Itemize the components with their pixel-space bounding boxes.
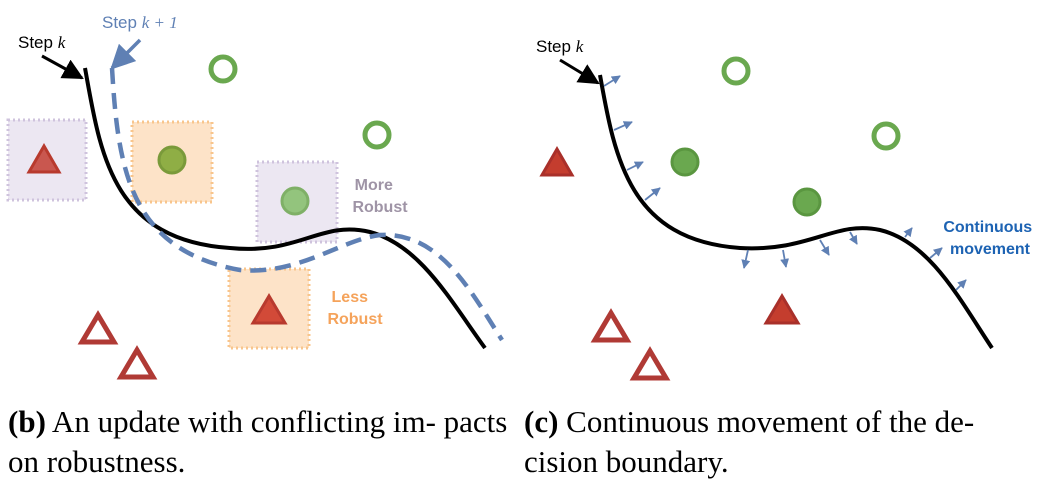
step-k-plus-1-arrow	[110, 38, 142, 70]
boundary-step-k-c	[598, 74, 994, 350]
caption-c-text: Continuous movement of the de- cision bo…	[524, 404, 975, 479]
red-triangle-hollow	[116, 345, 158, 380]
caption-c: (c) Continuous movement of the de- cisio…	[524, 402, 1054, 482]
step-k-label: Step k	[18, 33, 66, 52]
step-k-arrow	[41, 54, 84, 80]
caption-b: (b) An update with conflicting im- pacts…	[8, 402, 518, 482]
red-triangle-filled	[26, 142, 62, 174]
boundary-step-k-plus-1	[109, 67, 504, 342]
red-triangle-hollow	[590, 308, 632, 343]
movement-arrows	[603, 75, 967, 291]
red-triangle-hollow	[77, 310, 119, 345]
green-circle-hollow	[721, 56, 751, 86]
boundary-step-k	[83, 67, 487, 350]
step-k-arrow-c	[559, 58, 600, 85]
more-robust-label: More Robust	[352, 177, 408, 216]
green-circle-filled	[670, 147, 700, 177]
caption-b-tag: (b)	[8, 404, 46, 439]
caption-b-text: An update with conflicting im- pacts on …	[8, 404, 508, 479]
red-triangle-filled	[763, 293, 801, 325]
green-circle-hollow	[871, 121, 901, 151]
less-robust-label: Less Robust	[327, 289, 383, 328]
caption-c-tag: (c)	[524, 404, 559, 439]
panel-c: Step k Continuous movement	[536, 37, 1036, 381]
red-triangle-filled	[250, 293, 288, 325]
red-triangle-hollow	[629, 346, 671, 381]
continuous-movement-label: Continuous movement	[943, 219, 1036, 258]
panel-b: Step k Step k + 1 More Robust Less Robus…	[6, 13, 504, 380]
green-circle-filled	[792, 187, 822, 217]
step-k-plus-1-label: Step k + 1	[102, 13, 178, 32]
red-triangle-filled	[539, 145, 575, 177]
step-k-label-c: Step k	[536, 37, 584, 56]
green-circle-hollow	[208, 54, 238, 84]
green-circle-filled	[280, 186, 310, 216]
green-circle-filled	[157, 145, 187, 175]
green-circle-hollow	[362, 120, 392, 150]
